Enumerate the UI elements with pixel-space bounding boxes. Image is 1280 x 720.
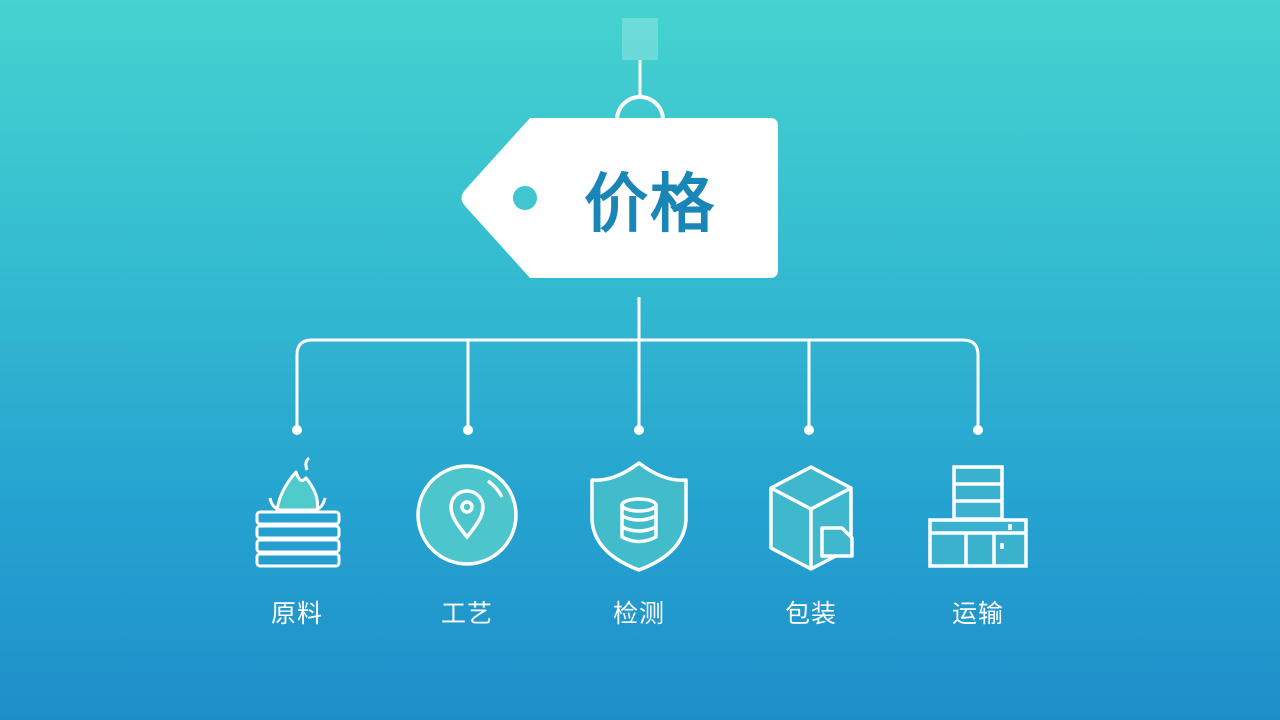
factor-label-packaging: 包装: [784, 599, 837, 628]
cargo-boxes-icon: [928, 465, 1028, 568]
factor-label-inspection: 检测: [612, 599, 665, 628]
location-pin-circle-icon: [416, 464, 518, 566]
factor-label-process: 工艺: [440, 599, 493, 628]
factor-label-raw-material: 原料: [270, 599, 323, 628]
package-box-icon: [769, 465, 854, 571]
flame-stack-icon: [255, 456, 341, 568]
price-tag: [461, 118, 778, 278]
price-tag-title: 价格: [584, 168, 716, 242]
tag-hole: [513, 186, 537, 210]
tag-hanger: [615, 18, 665, 121]
connector-tree: [295, 297, 980, 428]
factor-label-transport: 运输: [951, 599, 1004, 628]
connector-dots: [292, 425, 983, 435]
shield-database-icon: [590, 461, 688, 572]
